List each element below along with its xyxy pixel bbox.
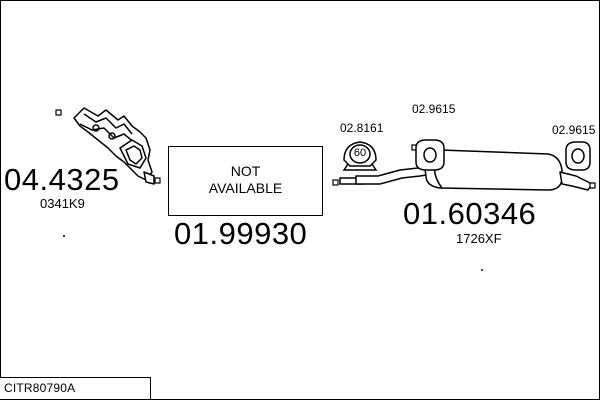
reference-code: CITR80790A bbox=[4, 381, 76, 395]
middle-part-number[interactable]: 01.99930 bbox=[174, 216, 308, 251]
rear-subcode: 1726XF bbox=[456, 231, 502, 246]
not-available-box: NOT AVAILABLE bbox=[168, 146, 323, 216]
exhaust-manifold-icon bbox=[55, 107, 161, 185]
clamp-icon bbox=[342, 141, 378, 171]
mount-right-part-number[interactable]: 02.9615 bbox=[552, 123, 596, 137]
not-available-line-2: AVAILABLE bbox=[208, 180, 283, 196]
rear-part-number[interactable]: 01.60346 bbox=[403, 196, 537, 231]
mount-left-part-number[interactable]: 02.9615 bbox=[412, 102, 456, 116]
rear-silencer-icon bbox=[355, 149, 596, 191]
not-available-line-1: NOT bbox=[230, 163, 261, 179]
reference-box: CITR80790A bbox=[0, 377, 151, 399]
rubber-mount-icon bbox=[565, 141, 591, 171]
dot-marker bbox=[481, 269, 483, 271]
manifold-part-number[interactable]: 04.4325 bbox=[4, 162, 120, 197]
clamp-part-number[interactable]: 02.8161 bbox=[340, 121, 384, 135]
rubber-mount-icon bbox=[411, 139, 445, 171]
manifold-subcode: 0341K9 bbox=[40, 196, 85, 211]
clamp-badge: 60 bbox=[353, 147, 367, 159]
dot-marker bbox=[63, 235, 65, 237]
